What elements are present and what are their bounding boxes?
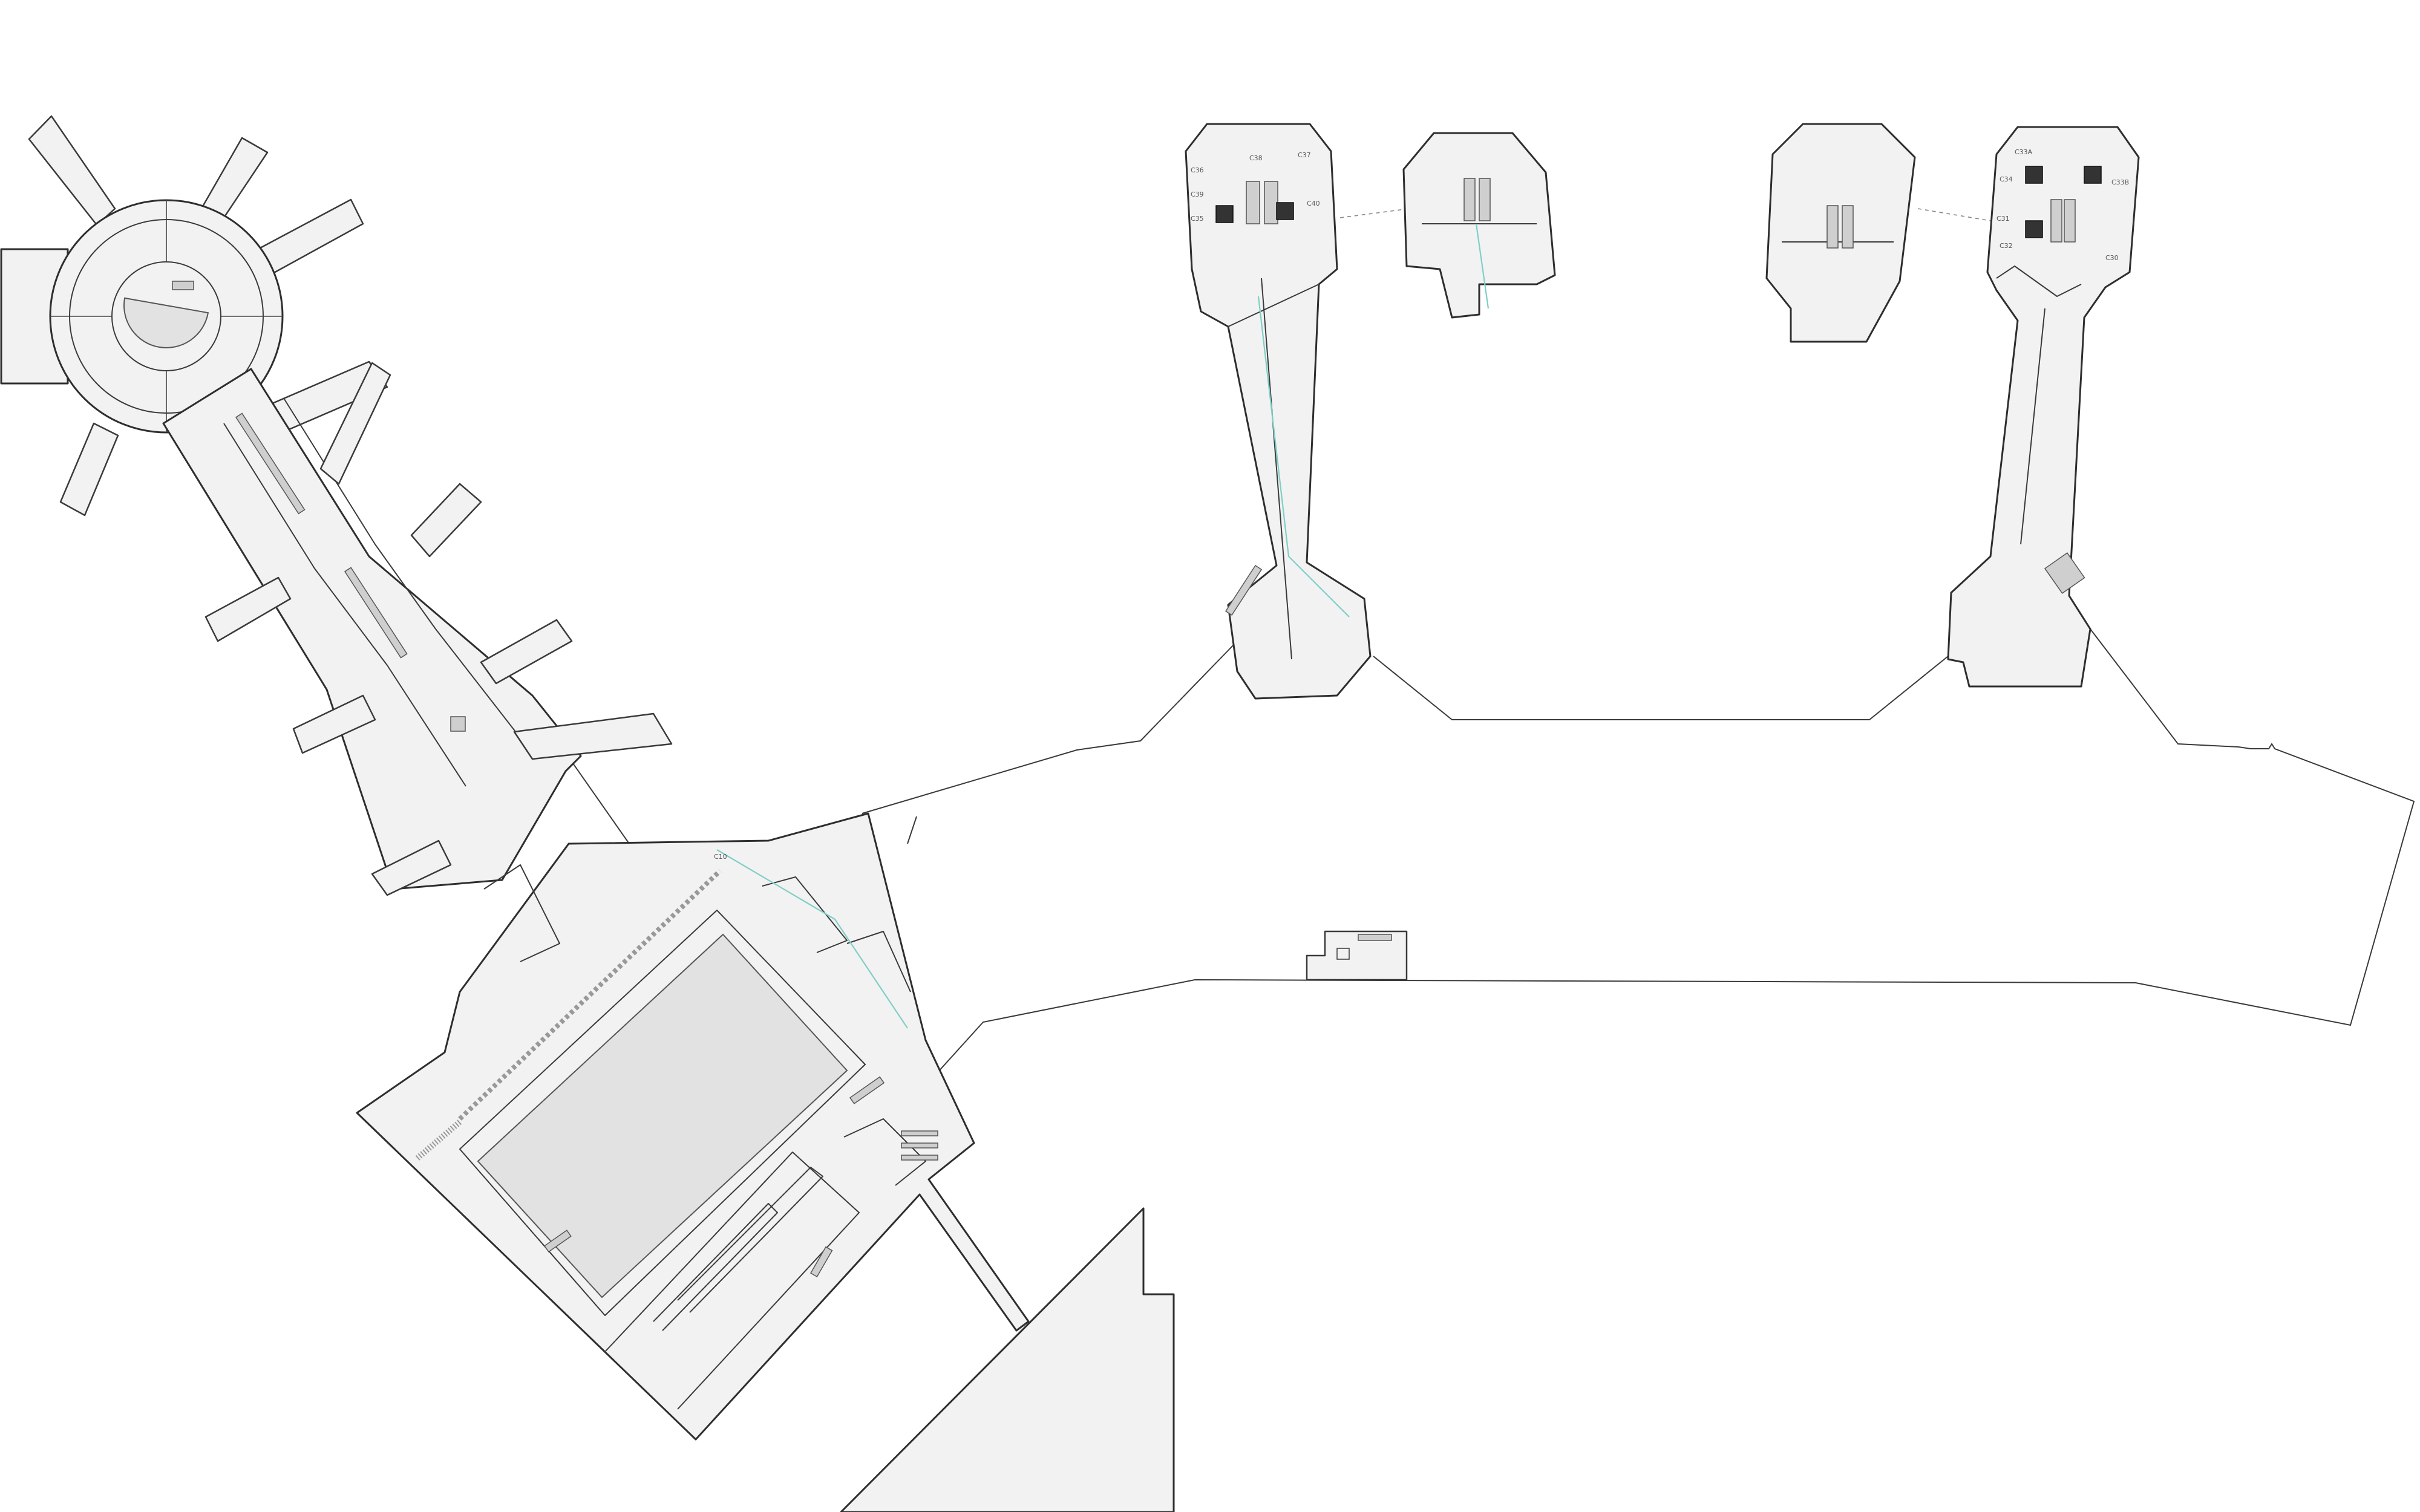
escalator-icon [2050, 199, 2062, 243]
escalator-icon [1225, 564, 1263, 616]
main-terminal[interactable]: C10 [356, 812, 1030, 1441]
gate-label: C40 [1307, 200, 1320, 207]
gate-label: C10 [714, 853, 727, 861]
c-concourse-left[interactable]: C36 C38 C37 C39 C35 C40 [1185, 123, 1372, 700]
escalator-icon [1842, 205, 1854, 249]
rotunda-core [123, 297, 209, 348]
escalator-icon [2044, 552, 2085, 595]
gate-label: C32 [2000, 242, 2013, 250]
escalator-icon [809, 1246, 833, 1278]
escalator-icon [1264, 181, 1278, 224]
escalator-icon [450, 716, 466, 732]
apron-service-building [1306, 930, 1408, 981]
rotunda-gate-arms [28, 115, 388, 516]
tunnel-link [1917, 208, 1991, 221]
escalator-icon [1246, 181, 1260, 224]
gate-label: C33B [2111, 178, 2129, 186]
rotunda-terminal[interactable] [0, 115, 388, 516]
parking-structure [840, 1207, 1175, 1512]
gate-label: C30 [2105, 254, 2119, 262]
escalator-icon [172, 281, 194, 290]
escalator-icon [849, 1076, 885, 1104]
apron-boundary [565, 628, 2415, 1086]
tunnel-link [1339, 208, 1410, 218]
gate-label: C34 [2000, 175, 2013, 183]
escalator-icon [1479, 178, 1491, 221]
moving-walkway-icon [235, 412, 306, 515]
gate-label: C39 [1191, 191, 1204, 198]
gate-label: C37 [1298, 151, 1311, 159]
satellite-right[interactable] [1765, 123, 1916, 343]
c-concourse-right[interactable]: C33A C33B C34 C31 C32 C30 [1947, 126, 2140, 688]
satellite-left[interactable] [1402, 132, 1556, 319]
concourse-gate-arms [204, 362, 673, 896]
security-lanes [901, 1130, 938, 1161]
escalator-icon [1826, 205, 1839, 249]
elevator-icon [2025, 220, 2043, 238]
escalator-icon [543, 1230, 572, 1253]
escalator-icon [1463, 178, 1476, 221]
central-hall [477, 933, 848, 1299]
gate-label: C35 [1191, 215, 1204, 223]
gate-label: C33A [2015, 148, 2033, 156]
elevator-icon [2084, 166, 2102, 184]
elevator-icon [1276, 202, 1294, 220]
diagonal-concourse[interactable] [162, 362, 673, 896]
gate-label: C38 [1249, 154, 1263, 162]
escalator-icon [2064, 199, 2076, 243]
elevator-icon [2025, 166, 2043, 184]
elevator-icon [1215, 205, 1234, 223]
moving-walkway-icon [344, 567, 408, 659]
gate-label: C36 [1191, 166, 1204, 174]
gate-label: C31 [1996, 215, 2010, 223]
